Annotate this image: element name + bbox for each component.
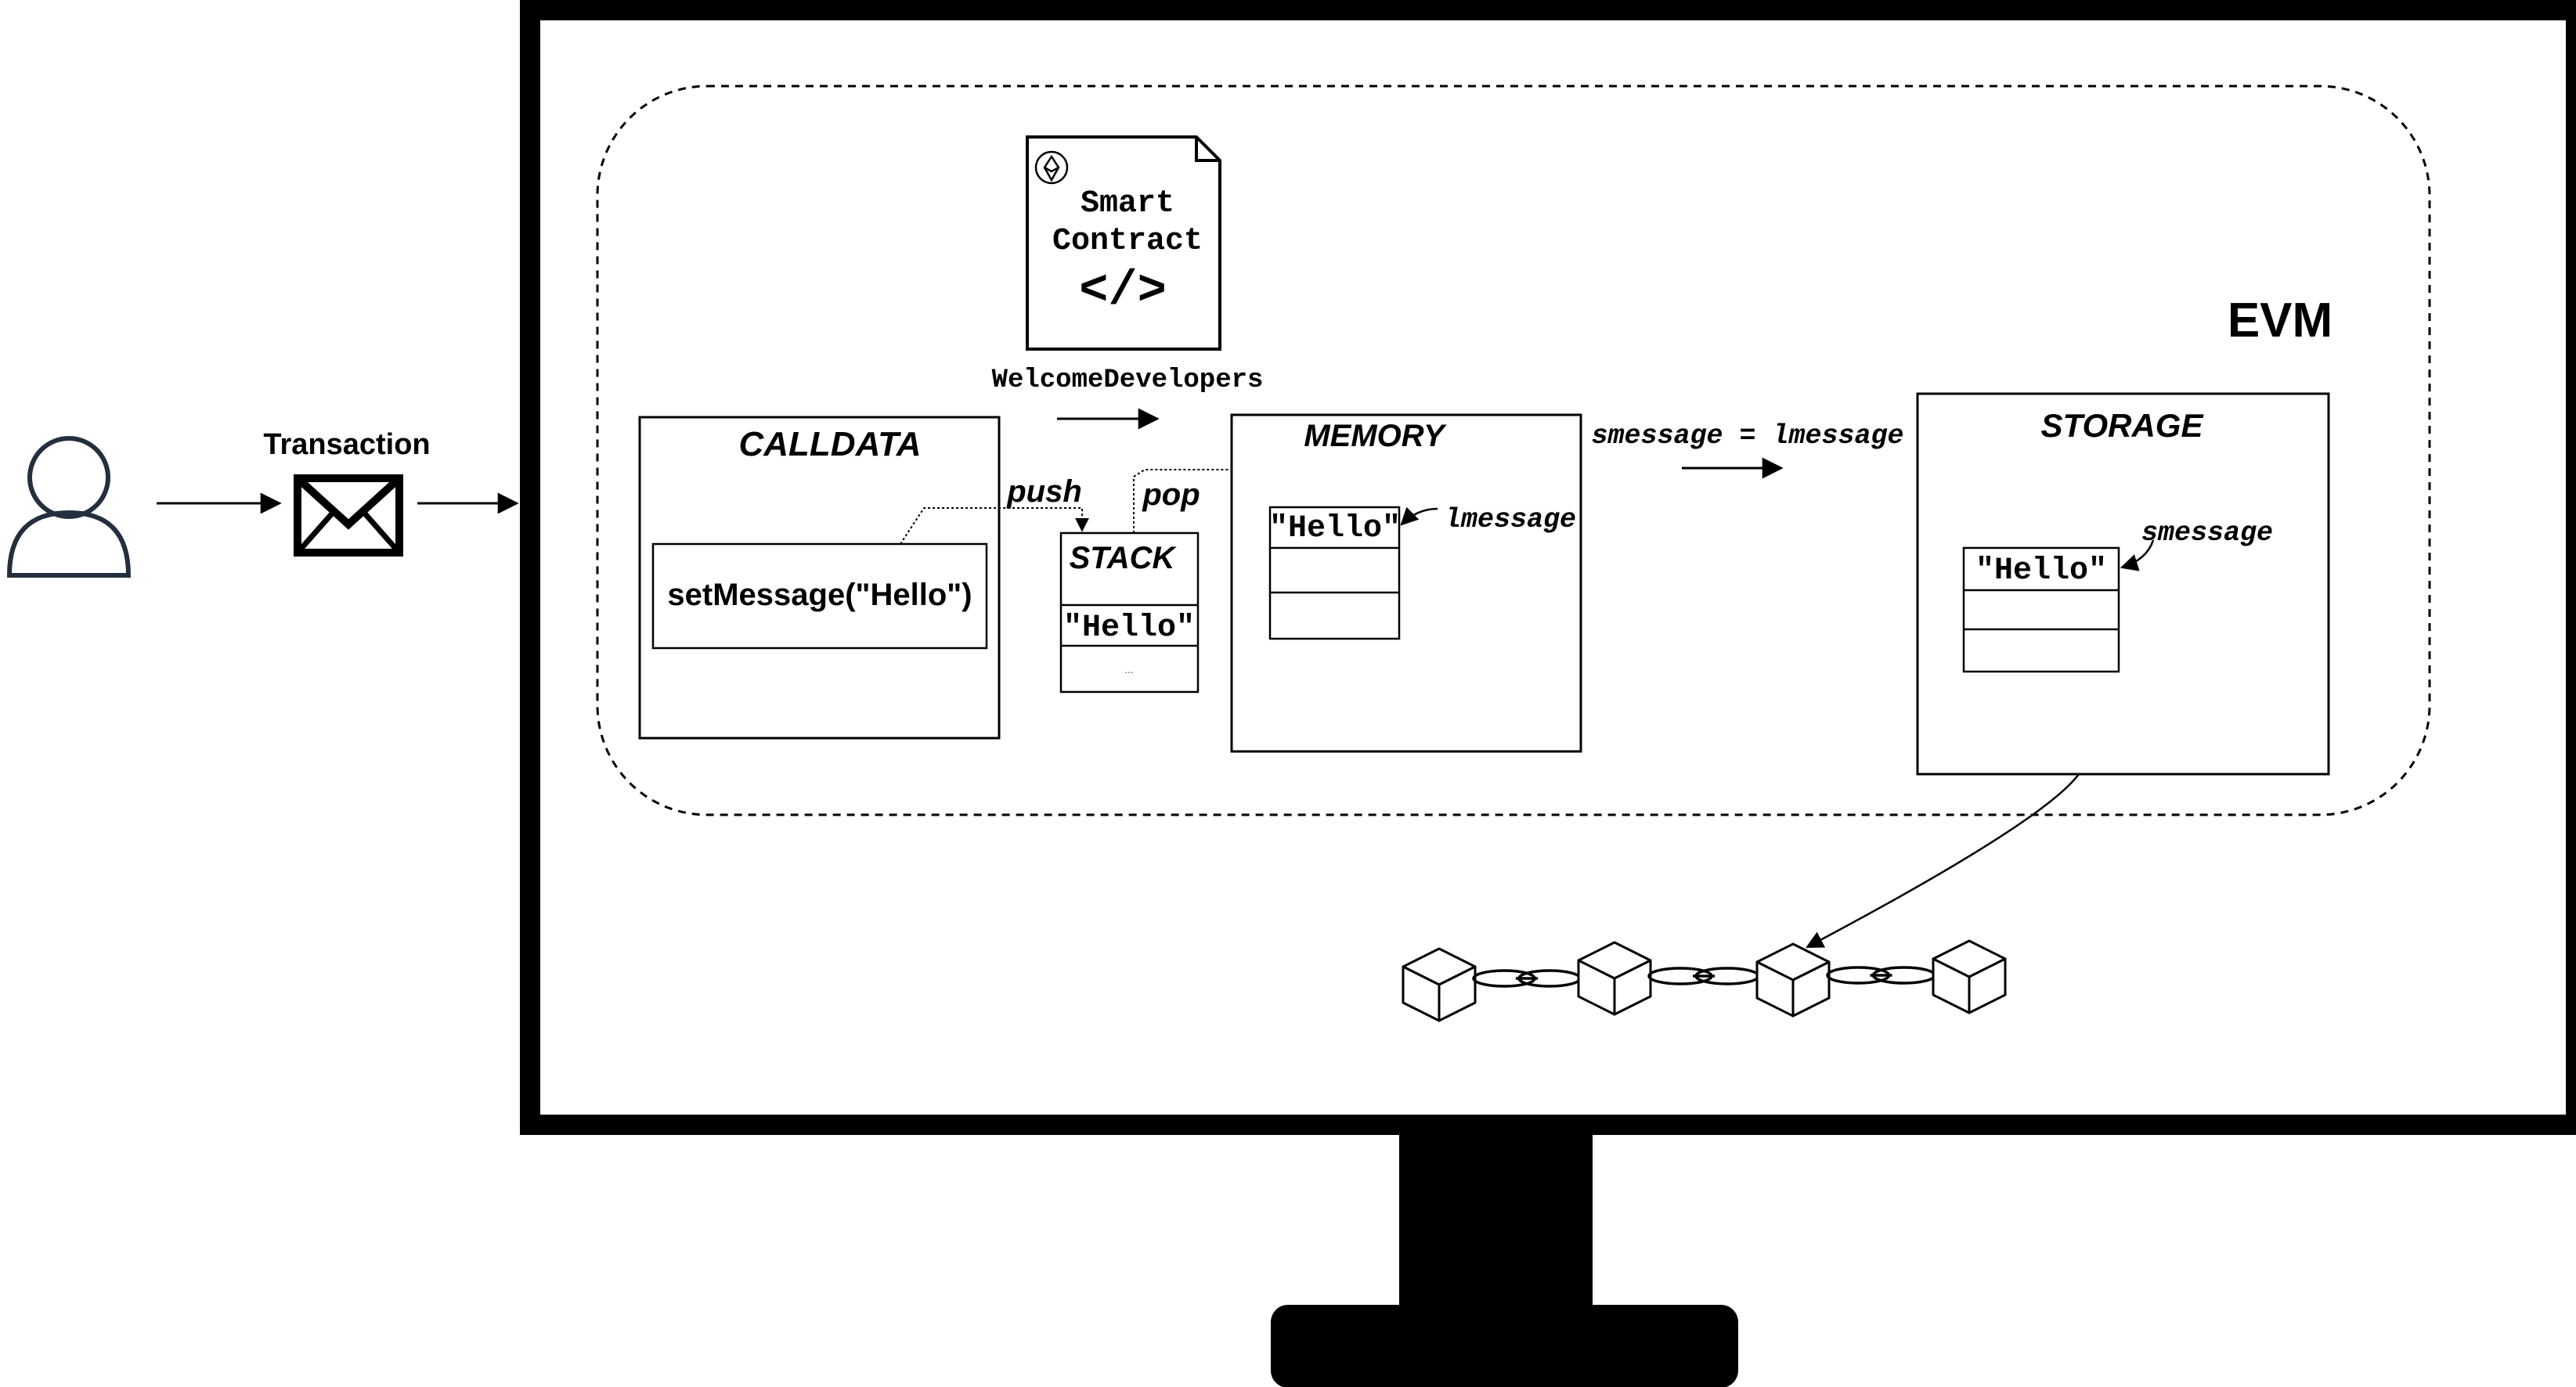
lmessage-pointer xyxy=(1400,506,1438,526)
memory-label: MEMORY xyxy=(1304,419,1447,453)
contract-title-line2: Contract xyxy=(1052,224,1203,259)
block-cube xyxy=(1577,941,1652,1016)
memory-cell-value: "Hello" xyxy=(1269,511,1401,546)
contract-title-line1: Smart xyxy=(1081,186,1174,222)
block-cube xyxy=(1755,942,1831,1018)
calldata-label: CALLDATA xyxy=(739,425,922,463)
ethereum-icon xyxy=(1034,150,1069,185)
stack-box xyxy=(1059,531,1200,694)
memory-cells xyxy=(1268,506,1401,640)
stack-more: ... xyxy=(1124,663,1134,675)
push-label: push xyxy=(1006,474,1082,509)
pop-connector xyxy=(1133,469,1311,533)
calldata-call: setMessage("Hello") xyxy=(667,578,972,612)
calldata-call-box xyxy=(651,542,988,650)
evm-label: EVM xyxy=(2228,294,2332,348)
storage-to-chain-arrow xyxy=(1806,773,2080,949)
pop-label: pop xyxy=(1142,477,1200,512)
envelope-icon xyxy=(294,474,403,557)
push-connector xyxy=(900,507,1089,545)
storage-label: STORAGE xyxy=(2041,407,2205,444)
assignment-label: smessage = lmessage xyxy=(1591,420,1903,452)
storage-pointer-label: smessage xyxy=(2141,517,2273,549)
block-cube xyxy=(1402,947,1477,1022)
contract-name: WelcomeDevelopers xyxy=(992,366,1264,395)
user-icon xyxy=(6,436,132,578)
transaction-label: Transaction xyxy=(263,428,430,461)
smart-contract-document: Smart Contract </> xyxy=(1026,135,1221,351)
stack-label: STACK xyxy=(1070,541,1178,575)
smessage-pointer xyxy=(2120,539,2155,571)
stack-top-value: "Hello" xyxy=(1063,611,1195,646)
storage-cell-value: "Hello" xyxy=(1975,553,2107,589)
evm-boundary xyxy=(596,85,2431,816)
memory-pointer-label: lmessage xyxy=(1445,504,1576,535)
block-cube xyxy=(1932,939,2007,1014)
code-icon: </> xyxy=(1079,263,1167,319)
storage-cells xyxy=(1962,546,2120,673)
blockchain-icon xyxy=(1402,939,2007,1022)
